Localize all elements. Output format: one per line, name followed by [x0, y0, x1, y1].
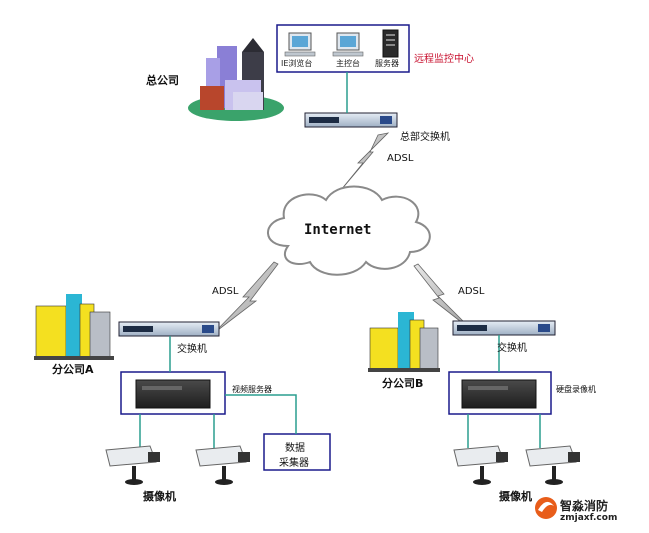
branch-a-camera-label: 摄像机 [143, 490, 176, 503]
watermark-name: 智淼消防 [560, 499, 609, 513]
hq-label: 总公司 [146, 74, 179, 87]
hq-switch-label: 总部交换机 [400, 132, 450, 143]
adsl-link-bolt-right [413, 263, 475, 333]
watermark-url: zmjaxf.com [560, 513, 618, 523]
branch-a-camera-icon-2 [195, 445, 250, 485]
server-tower-icon [382, 29, 399, 58]
ie-browser-label: IE浏览台 [281, 59, 313, 68]
hq-switch-device [304, 112, 398, 128]
main-console-label: 主控台 [336, 59, 360, 68]
internet-cloud-icon [267, 185, 431, 276]
monitor-center-label: 远程监控中心 [414, 54, 474, 65]
dvr-label: 硬盘录像机 [556, 385, 596, 394]
branch-a-building-icon [34, 294, 114, 360]
branch-b-camera-label: 摄像机 [499, 490, 532, 503]
adsl-top-label: ADSL [387, 153, 414, 164]
internet-label: Internet [304, 222, 372, 238]
adsl-right-label: ADSL [458, 286, 485, 297]
data-collector-label-line2: 采集器 [279, 458, 309, 469]
branch-a-switch-device [118, 321, 220, 337]
adsl-left-label: ADSL [212, 286, 239, 297]
branch-a-switch-label: 交换机 [177, 344, 207, 355]
server-label: 服务器 [375, 59, 399, 68]
watermark-logo-icon [535, 497, 557, 519]
adsl-link-bolt-top [335, 132, 390, 197]
branch-b-camera-icon-2 [525, 445, 580, 485]
branch-b-switch-device [452, 320, 556, 336]
branch-a-label: 分公司A [52, 363, 94, 376]
ie-browser-computer-icon [284, 32, 316, 57]
branch-a-camera-icon-1 [105, 445, 160, 485]
branch-b-switch-label: 交换机 [497, 343, 527, 354]
data-collector-label-line1: 数据 [285, 443, 305, 454]
branch-b-label: 分公司B [382, 377, 424, 390]
adsl-link-bolt-left [213, 261, 279, 334]
main-console-computer-icon [332, 32, 364, 57]
video-server-label: 视频服务器 [232, 385, 272, 394]
data-collector-box [263, 433, 331, 471]
hq-building-icon [188, 38, 284, 121]
branch-b-building-icon [368, 312, 440, 372]
branch-b-camera-icon-1 [453, 445, 508, 485]
